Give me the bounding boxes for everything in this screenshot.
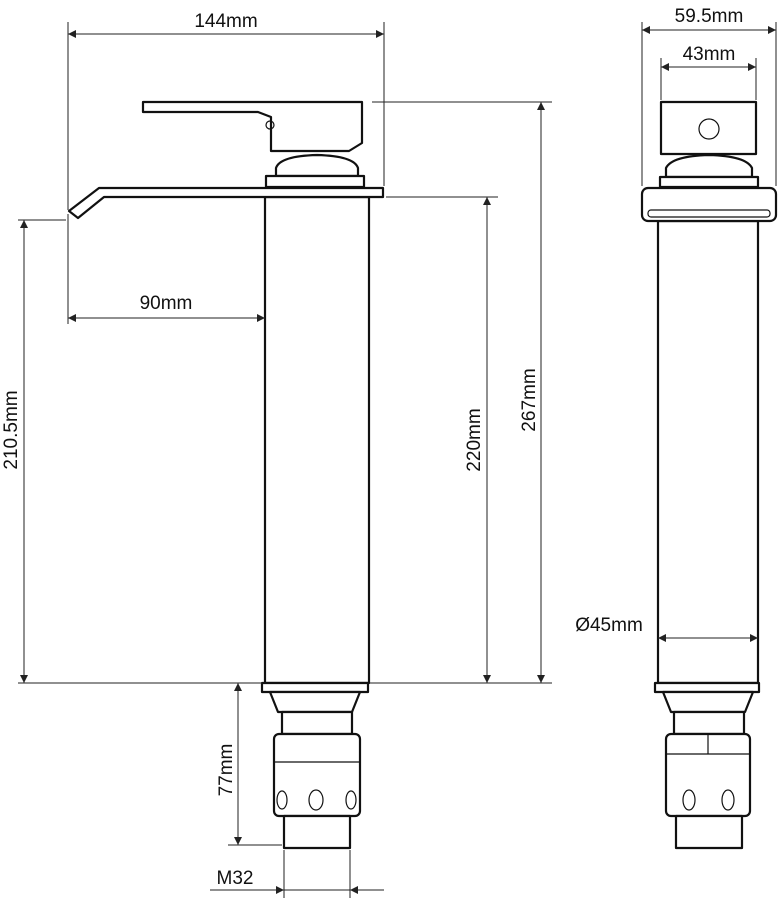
dim-side-width: 59.5mm xyxy=(675,6,744,27)
dim-body-diameter: Ø45mm xyxy=(575,615,643,636)
side-view xyxy=(640,100,778,850)
side-handle-hole xyxy=(698,118,720,140)
side-handle-dome xyxy=(664,153,754,179)
side-shank-neck xyxy=(672,710,746,736)
dim-handle-width: 43mm xyxy=(683,44,736,65)
front-handle-dome xyxy=(274,153,360,178)
front-handle-lever xyxy=(141,100,364,153)
side-base-collar xyxy=(653,681,761,694)
dim-thread: M32 xyxy=(217,868,254,889)
dim-shank-length: 77mm xyxy=(216,744,237,797)
front-handle-screw xyxy=(265,120,275,130)
side-body xyxy=(656,219,760,685)
front-nut-hole-center xyxy=(308,789,324,811)
dim-spout-height: 210.5mm xyxy=(1,390,22,469)
side-threaded-tail xyxy=(674,814,744,850)
dim-overall-height: 267mm xyxy=(519,368,540,431)
front-base-collar xyxy=(260,681,370,694)
dim-spout-reach: 90mm xyxy=(140,293,193,314)
side-handle-block xyxy=(659,100,758,156)
front-shank-neck xyxy=(280,710,354,736)
front-top-collar xyxy=(264,174,366,189)
front-threaded-tail xyxy=(282,814,352,850)
front-base-ring xyxy=(268,690,362,714)
front-nut-hole-right xyxy=(345,790,357,810)
front-body xyxy=(263,195,371,685)
front-dimensions: 144mm 90mm 210.5mm 220mm 267mm 77mm M32 xyxy=(1,11,552,898)
side-spout-end xyxy=(640,186,778,223)
side-top-collar xyxy=(658,175,760,189)
side-dimensions: 59.5mm 43mm Ø45mm xyxy=(575,6,777,642)
side-nut-hole-left xyxy=(682,789,696,811)
front-nut-hole-left xyxy=(276,790,288,810)
front-view xyxy=(67,100,385,850)
side-base-ring xyxy=(661,690,755,714)
dim-body-height: 220mm xyxy=(464,408,485,471)
side-nut-hole-right xyxy=(721,789,735,811)
front-spout xyxy=(67,186,385,220)
dim-overall-width: 144mm xyxy=(194,11,257,32)
